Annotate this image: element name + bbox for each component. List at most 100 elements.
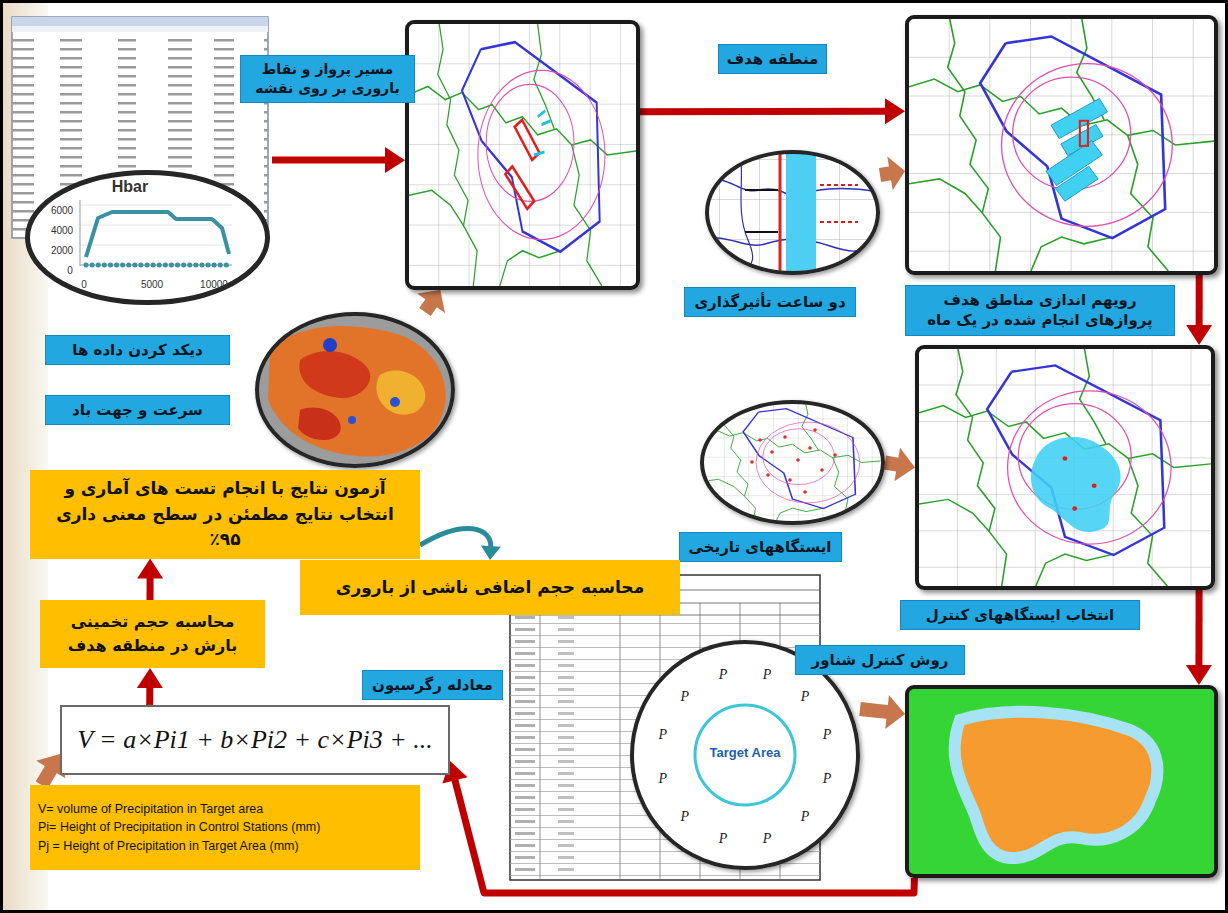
arrow-line: [272, 157, 387, 164]
axis-value: 5000: [141, 279, 163, 290]
process-box: آزمون نتایج با انجام تست های آماری و انت…: [30, 470, 420, 559]
arrow-line: [425, 302, 432, 312]
node-text: Pj = Height of Precipitation in Target A…: [38, 837, 412, 855]
step-caption: سرعت و جهت باد: [45, 395, 230, 425]
chart-title: Hbar: [100, 178, 160, 196]
map-frame: روش کنترل شناور: [905, 685, 1218, 878]
step-caption: مسیر پرواز و نقاط باروری بر روی نقشه: [240, 55, 415, 103]
arrow-head: [894, 448, 915, 482]
station-mark: P: [681, 689, 690, 705]
edge-label-holder: منطقه هدف: [718, 44, 828, 74]
flow-arrow: [1186, 275, 1212, 345]
station-mark: P: [763, 831, 772, 847]
label-holder: P: [681, 807, 690, 825]
label-holder: P: [763, 829, 772, 847]
label-holder: P: [681, 687, 690, 705]
station-mark: P: [659, 727, 668, 743]
arrow-line: [420, 529, 491, 548]
station-mark: P: [659, 771, 668, 787]
arrow-head: [481, 545, 501, 560]
label-holder: 2000: [51, 240, 73, 258]
node-text: Pi= Height of Precipitation in Control S…: [38, 818, 412, 836]
station-mark: P: [719, 831, 728, 847]
flow-arrow: [272, 147, 405, 173]
radar-image: [255, 312, 455, 468]
arrow-head: [137, 668, 163, 688]
target-label: Target Area: [695, 745, 795, 760]
axis-value: 0: [67, 265, 73, 276]
station-mark: P: [719, 667, 728, 683]
node-text: آزمون نتایج با انجام تست های آماری و انت…: [40, 476, 410, 553]
historical-stations-image: [700, 400, 885, 525]
station-mark: P: [801, 809, 810, 825]
label-holder: 10000: [200, 274, 228, 292]
image-circle: ایستگاههای تاریخی: [700, 400, 885, 525]
flow-arrow: [417, 290, 445, 313]
label-holder: P: [659, 769, 668, 787]
arrow-head: [137, 559, 163, 579]
image-circle: دو ساعت تأثیرگذاری: [705, 150, 880, 275]
label-holder: 0: [67, 260, 73, 278]
step-caption: ایستگاههای تاریخی: [679, 532, 842, 562]
edge-label: منطقه هدف: [718, 44, 828, 74]
map-overlay: [919, 349, 1211, 586]
step-caption: دو ساعت تأثیرگذاری: [684, 287, 856, 317]
label-holder: P: [823, 769, 832, 787]
floating-control-figure: [632, 642, 858, 868]
map-frame: انتخاب ایستگاههای کنترل: [915, 345, 1215, 590]
label-holder: 4000: [51, 220, 73, 238]
step-label: دیکد کردن داده ها: [45, 335, 230, 365]
label-holder: P: [719, 829, 728, 847]
map-flight-path: [409, 24, 636, 286]
axis-value: 2000: [51, 245, 73, 256]
node-text: معادله رگرسیون: [371, 675, 494, 695]
station-mark: P: [681, 809, 690, 825]
node-text: محاسبه حجم اضافی ناشی از باروری: [310, 575, 670, 601]
arrow-line: [1195, 590, 1202, 667]
station-mark: P: [763, 667, 772, 683]
arrow-line: [1196, 275, 1203, 327]
step-caption: روش کنترل شناور: [795, 645, 965, 675]
chart-panel: Hbar: [10, 15, 272, 305]
arrow-line: [885, 463, 899, 465]
flow-arrow: [640, 98, 905, 124]
node-text: V = a×Pi1 + b×Pi2 + c×Pi3 + ...: [74, 725, 436, 755]
node-text: محاسبه حجم تخمینی بارش در منطقه هدف: [50, 610, 255, 658]
flow-arrow: [880, 157, 905, 191]
station-mark: P: [823, 771, 832, 787]
arrow-line: [455, 779, 915, 893]
label-holder: P: [719, 665, 728, 683]
two-hour-image: [705, 150, 880, 275]
axis-value: 4000: [51, 225, 73, 236]
axis-value: 0: [81, 279, 87, 290]
node-text: دیکد کردن داده ها: [54, 340, 221, 360]
process-box: محاسبه حجم تخمینی بارش در منطقه هدف: [40, 600, 265, 668]
hbar-chart: [28, 173, 268, 303]
flow-arrow: [860, 695, 905, 729]
axis-value: 6000: [51, 205, 73, 216]
arrow-line: [146, 686, 153, 705]
station-mark: P: [801, 689, 810, 705]
label-holder: P: [763, 665, 772, 683]
process-box: محاسبه حجم اضافی ناشی از باروری: [300, 560, 680, 615]
label-holder: 5000: [141, 274, 163, 292]
arrow-head: [1186, 325, 1212, 345]
station-mark: P: [823, 727, 832, 743]
arrow-line: [147, 577, 154, 600]
arrow-line: [42, 768, 52, 785]
step-caption: رویهم اندازی مناطق هدف پروازهای انجام شد…: [905, 285, 1175, 336]
arrow-head: [887, 157, 905, 191]
label-holder: 6000: [51, 200, 73, 218]
map-target-area: [909, 19, 1214, 271]
arrow-line: [880, 173, 891, 175]
floating-control-map: [909, 689, 1214, 874]
flow-arrow: [137, 559, 163, 601]
arrow-head: [385, 147, 405, 173]
label-holder: P: [801, 687, 810, 705]
radar-circle: سرعت و جهت باد: [255, 312, 455, 468]
flow-arrow: [1186, 590, 1212, 685]
label-holder: 0: [81, 274, 87, 292]
